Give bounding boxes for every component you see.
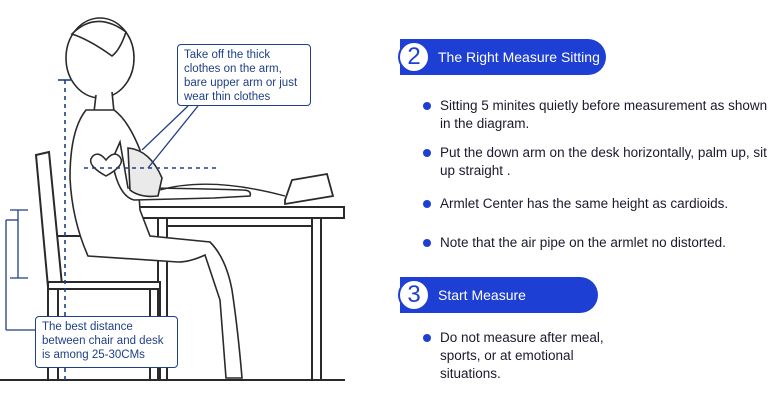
- section-header-right-sitting: 2 The Right Measure Sitting: [398, 39, 606, 75]
- callout-pointers: [5, 105, 199, 331]
- bullet-dot-icon: [423, 239, 431, 247]
- section-number-badge: 2: [398, 41, 430, 73]
- list-item: Put the down arm on the desk horizontall…: [423, 144, 775, 180]
- list-item: Note that the air pipe on the armlet no …: [423, 234, 775, 252]
- list-item: Do not measure after meal, sports, or at…: [423, 329, 633, 383]
- heart-icon: [89, 153, 123, 177]
- section-title: The Right Measure Sitting: [438, 49, 600, 65]
- desk: [135, 206, 345, 380]
- callout-chair-desk-distance: The best distance between chair and desk…: [35, 316, 178, 368]
- callout-remove-clothes: Take off the thick clothes on the arm, b…: [177, 44, 311, 106]
- section-header-start-measure: 3 Start Measure: [398, 277, 598, 313]
- list-item: Armlet Center has the same height as car…: [423, 195, 775, 213]
- section-title: Start Measure: [438, 287, 526, 303]
- bullet-dot-icon: [423, 200, 431, 208]
- bullet-dot-icon: [423, 149, 431, 157]
- blood-pressure-monitor: [159, 172, 335, 206]
- list-item: Sitting 5 minites quietly before measure…: [423, 97, 775, 133]
- woman-sitting-figure: [65, 17, 252, 379]
- bullet-dot-icon: [423, 334, 431, 342]
- section-number-badge: 3: [398, 279, 430, 311]
- bullet-dot-icon: [423, 102, 431, 110]
